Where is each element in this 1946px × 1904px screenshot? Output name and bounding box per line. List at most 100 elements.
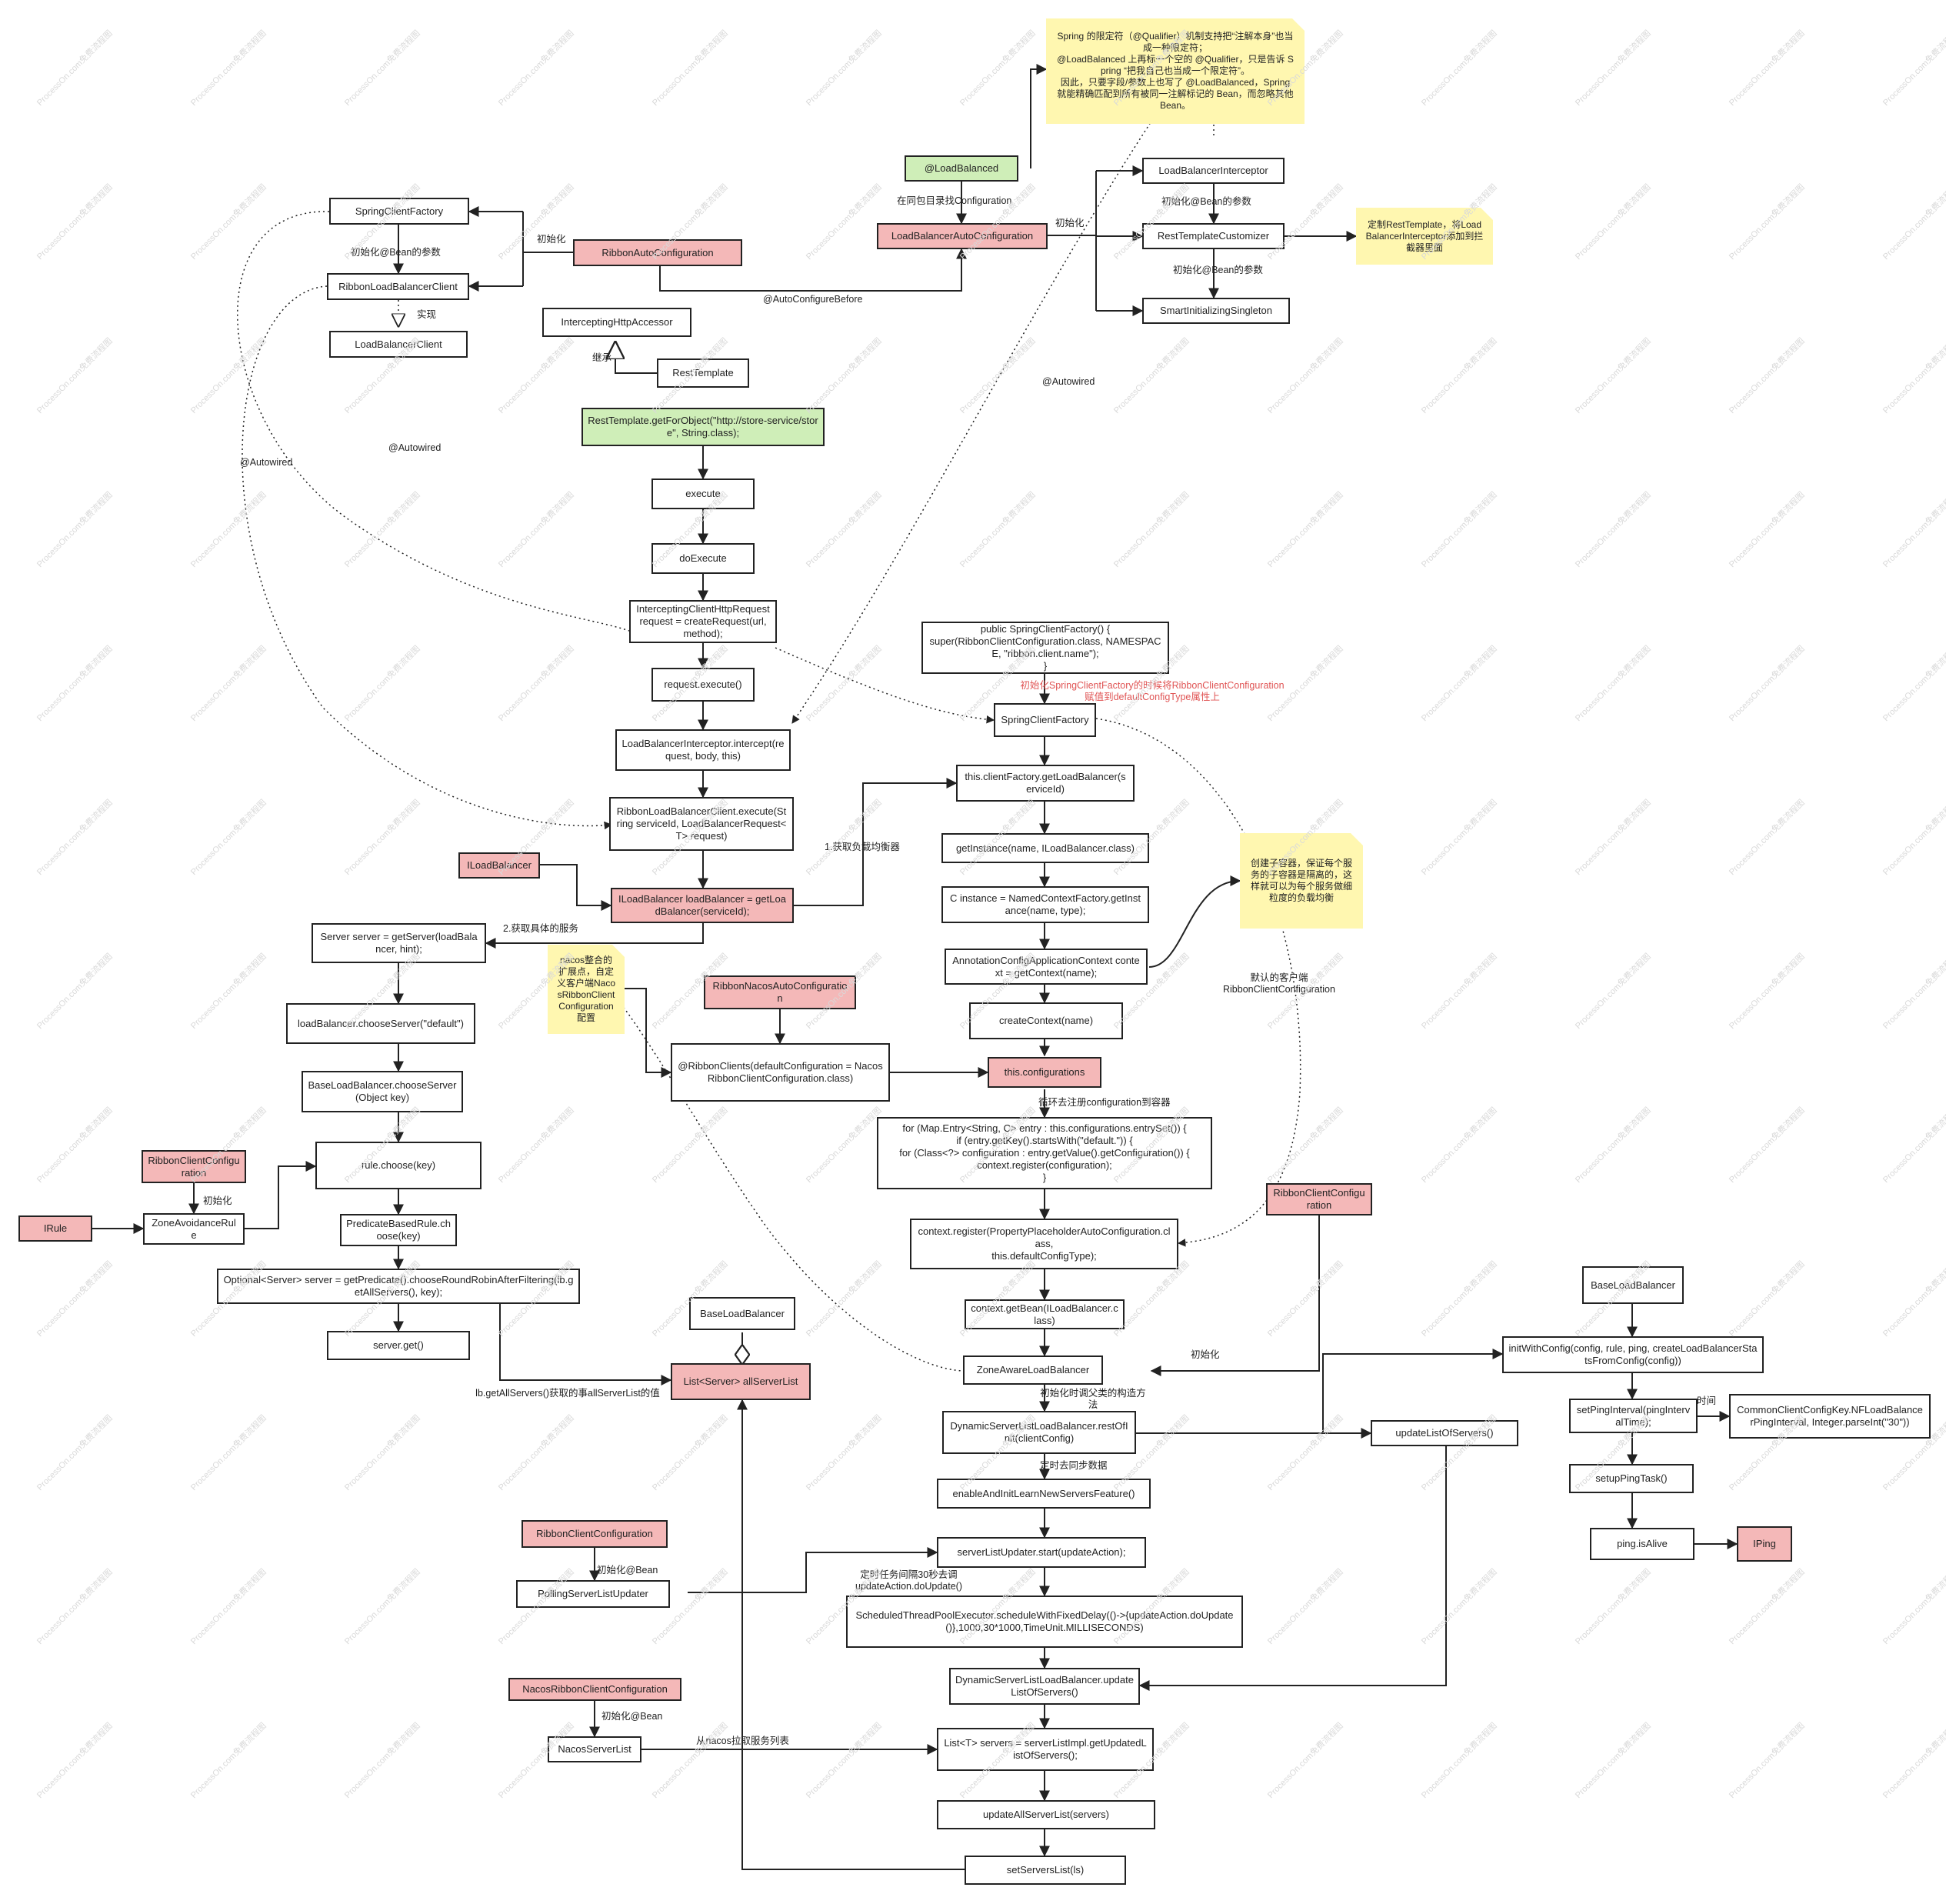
base-loadbalancer-mid[interactable]: BaseLoadBalancer [689, 1297, 795, 1330]
ping-is-alive[interactable]: ping.isAlive [1590, 1528, 1694, 1560]
server-get-node[interactable]: server.get() [327, 1331, 470, 1360]
update-list-of-servers[interactable]: updateListOfServers() [1371, 1420, 1518, 1446]
spring-client-factory-mid[interactable]: SpringClientFactory [994, 703, 1096, 737]
create-request-node[interactable]: InterceptingClientHttpRequest request = … [629, 600, 777, 643]
rest-template[interactable]: RestTemplate [657, 358, 749, 388]
label-same-package: 在同包目录找Configuration [897, 195, 1012, 206]
this-configurations-node[interactable]: this.configurations [988, 1057, 1101, 1088]
common-client-config-key[interactable]: CommonClientConfigKey.NFLoadBalancerPing… [1729, 1394, 1931, 1439]
edge-getlb-getserver [485, 923, 704, 949]
loadbalancer-auto-configuration[interactable]: LoadBalancerAutoConfiguration [877, 223, 1048, 249]
label-init-bean-param-3: 初始化@Bean的参数 [351, 247, 441, 258]
context-get-bean[interactable]: context.getBean(ILoadBalancer.class) [965, 1299, 1125, 1329]
edge-updatelist-dynamicupdate [1138, 1446, 1447, 1691]
scheduled-executor-node[interactable]: ScheduledThreadPoolExecutor.scheduleWith… [846, 1596, 1243, 1648]
label-auto-configure-before: @AutoConfigureBefore [763, 294, 863, 305]
zone-avoidance-rule[interactable]: ZoneAvoidanceRule [143, 1213, 245, 1245]
label-all-servers: lb.getAllServers()获取的事allServerList的值 [475, 1388, 660, 1399]
dynamic-update-list-of-servers[interactable]: DynamicServerListLoadBalancer.updateList… [949, 1668, 1140, 1705]
label-autowired-right: @Autowired [1042, 376, 1095, 387]
ribbon-client-configuration-bottom[interactable]: RibbonClientConfiguration [521, 1520, 668, 1548]
ribbon-client-configuration-right[interactable]: RibbonClientConfiguration [1266, 1183, 1372, 1215]
edge-restofinit-branch [1136, 1349, 1504, 1434]
list-servers-node[interactable]: List<T> servers = serverListImpl.getUpda… [937, 1728, 1154, 1771]
spring-client-factory-top[interactable]: SpringClientFactory [329, 198, 469, 225]
update-all-server-list[interactable]: updateAllServerList(servers) [937, 1800, 1155, 1829]
base-loadbalancer-right[interactable]: BaseLoadBalancer [1582, 1266, 1684, 1304]
execute-node[interactable]: execute [651, 479, 755, 509]
edge-scf-register-dotted [1095, 718, 1301, 1247]
edge-zoneavoid-rule [245, 1161, 317, 1229]
ribbon-loadbalancer-client[interactable]: RibbonLoadBalancerClient [327, 273, 469, 300]
label-default-client: 默认的客户端 RibbonClientConfiguration [1223, 972, 1335, 995]
set-ping-interval[interactable]: setPingInterval(pingIntervalTime); [1569, 1399, 1698, 1433]
zone-aware-loadbalancer[interactable]: ZoneAwareLoadBalancer [963, 1355, 1103, 1385]
rest-template-get-for-object[interactable]: RestTemplate.getForObject("http://store-… [581, 408, 825, 446]
rest-template-customizer[interactable]: RestTemplateCustomizer [1142, 223, 1285, 249]
nacos-extension-note: nacos整合的扩展点，自定义客户端NacosRibbonClientConfi… [548, 945, 625, 1034]
set-servers-list[interactable]: setServersList(ls) [965, 1856, 1126, 1885]
predicate-choose-node[interactable]: PredicateBasedRule.choose(key) [340, 1214, 457, 1246]
all-server-list-node[interactable]: List<Server> allServerList [671, 1363, 811, 1400]
ribbon-auto-configuration[interactable]: RibbonAutoConfiguration [573, 239, 742, 266]
customize-rest-template-note: 定制RestTemplate，将LoadBalancerInterceptor添… [1356, 208, 1493, 265]
setup-ping-task[interactable]: setupPingTask() [1569, 1464, 1694, 1493]
label-init-bean-param-2: 初始化@Bean的参数 [1173, 265, 1263, 275]
edge-resttemplate-inherit [615, 342, 657, 374]
named-context-instance[interactable]: C instance = NamedContextFactory.getInst… [941, 886, 1149, 923]
client-factory-get-loadbalancer[interactable]: this.clientFactory.getLoadBalancer(servi… [956, 765, 1135, 802]
edge-nacosnote-ribbonclients [625, 988, 672, 1078]
annotation-config-context[interactable]: AnnotationConfigApplicationContext conte… [945, 949, 1148, 985]
edge-ribbonauto-before [659, 248, 967, 292]
loadbalancer-client[interactable]: LoadBalancerClient [329, 331, 468, 358]
public-spring-client-factory[interactable]: public SpringClientFactory() { super(Rib… [921, 622, 1169, 674]
do-execute-node[interactable]: doExecute [651, 543, 755, 574]
label-get-loadbalancer-step: 1.获取负载均衡器 [825, 842, 900, 852]
smart-initializing-singleton[interactable]: SmartInitializingSingleton [1142, 298, 1290, 324]
loadbalancer-interceptor[interactable]: LoadBalancerInterceptor [1142, 158, 1285, 184]
label-autowired-left: @Autowired [240, 457, 293, 468]
nacos-ribbon-client-configuration[interactable]: NacosRibbonClientConfiguration [508, 1678, 681, 1701]
dynamic-rest-of-init[interactable]: DynamicServerListLoadBalancer.restOfInit… [942, 1411, 1136, 1454]
ribbon-nacos-auto-configuration[interactable]: RibbonNacosAutoConfiguration [704, 975, 856, 1009]
get-loadbalancer-node[interactable]: ILoadBalancer loadBalancer = getLoadBala… [611, 888, 794, 923]
label-init-zone-aware: 初始化 [1191, 1349, 1220, 1360]
for-loop-register[interactable]: for (Map.Entry<String, C> entry : this.c… [877, 1117, 1212, 1189]
irule-node[interactable]: IRule [18, 1215, 92, 1242]
intercepting-http-accessor[interactable]: InterceptingHttpAccessor [542, 308, 691, 337]
request-execute-node[interactable]: request.execute() [651, 668, 755, 702]
server-list-updater-start[interactable]: serverListUpdater.start(updateAction); [937, 1537, 1146, 1568]
init-with-config[interactable]: initWithConfig(config, rule, ping, creat… [1502, 1336, 1764, 1373]
label-timer-note: 定时任务间隔30秒去调 updateAction.doUpdate() [855, 1569, 962, 1592]
ribbon-execute-node[interactable]: RibbonLoadBalancerClient.execute(String … [609, 797, 794, 851]
rule-choose-node[interactable]: rule.choose(key) [315, 1142, 482, 1189]
optional-server-node[interactable]: Optional<Server> server = getPredicate()… [217, 1269, 580, 1304]
child-container-note: 创建子容器，保证每个服务的子容器是隔离的，这样就可以为每个服务做细粒度的负载均衡 [1240, 833, 1363, 929]
enable-init-learn[interactable]: enableAndInitLearnNewServersFeature() [937, 1479, 1151, 1509]
iloadbalancer-node[interactable]: ILoadBalancer [458, 852, 540, 879]
context-register-node[interactable]: context.register(PropertyPlaceholderAuto… [910, 1219, 1178, 1269]
get-server-node[interactable]: Server server = getServer(loadBalancer, … [312, 923, 486, 963]
label-scf-default-config-type: 初始化SpringClientFactory的时候将RibbonClientCo… [1020, 680, 1285, 702]
label-pull-nacos: 从nacos拉取服务列表 [696, 1736, 789, 1746]
label-init-bean-polling: 初始化@Bean [597, 1565, 658, 1576]
iping-node[interactable]: IPing [1737, 1526, 1792, 1562]
ribbon-clients-node[interactable]: @RibbonClients(defaultConfiguration = Na… [671, 1043, 890, 1102]
base-choose-server-node[interactable]: BaseLoadBalancer.chooseServer(Object key… [302, 1071, 463, 1112]
choose-server-node[interactable]: loadBalancer.chooseServer("default") [286, 1003, 475, 1044]
loadbalanced-annotation[interactable]: @LoadBalanced [905, 155, 1018, 182]
edge-loadbalanced-note [1030, 64, 1048, 168]
ribbon-client-configuration-left[interactable]: RibbonClientConfiguration [142, 1150, 246, 1183]
label-inherit: 继承 [592, 352, 612, 363]
edge-rlbc-ribbonexecute-dotted [242, 285, 613, 830]
edge-annotation-note [1148, 875, 1241, 968]
polling-server-list-updater[interactable]: PollingServerListUpdater [516, 1580, 670, 1608]
loadbalancer-intercept-node[interactable]: LoadBalancerInterceptor.intercept(reques… [615, 729, 791, 771]
get-instance-node[interactable]: getInstance(name, ILoadBalancer.class) [941, 833, 1149, 863]
nacos-server-list[interactable]: NacosServerList [548, 1736, 641, 1762]
edge-scf-createrequest-dotted [237, 211, 630, 632]
create-context-node[interactable]: createContext(name) [969, 1002, 1123, 1039]
label-implement: 实现 [417, 309, 437, 320]
